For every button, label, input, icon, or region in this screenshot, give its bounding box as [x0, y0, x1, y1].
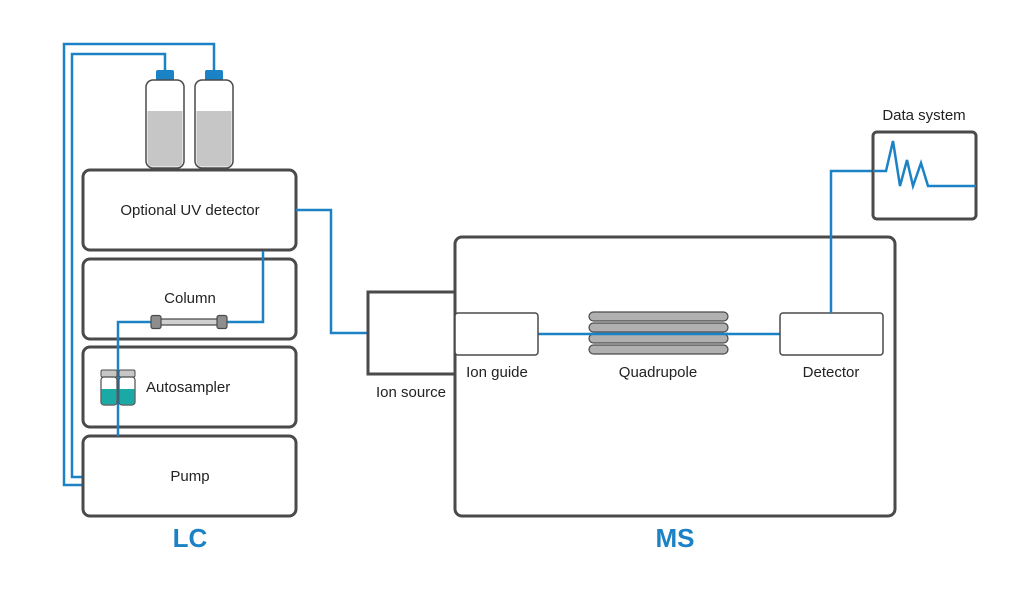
detector-to-data-line — [829, 169, 873, 313]
solvent-bottle — [194, 70, 234, 169]
ion-guide-box — [454, 312, 539, 356]
quadrupole-rods — [588, 311, 729, 355]
autosampler-label: Autosampler — [146, 379, 230, 396]
detector-label: Detector — [803, 364, 860, 381]
ion-source-label: Ion source — [376, 384, 446, 401]
lc-title: LC — [173, 523, 208, 553]
column-label: Column — [164, 290, 216, 307]
ion-source-box — [366, 290, 457, 376]
pump-box — [81, 434, 298, 518]
ms-box — [453, 235, 897, 518]
column-box — [81, 257, 298, 341]
data-system-label: Data system — [882, 107, 965, 124]
quadrupole-label: Quadrupole — [619, 364, 697, 381]
solvent-bottle — [145, 70, 185, 169]
chromatogram-trace — [873, 140, 976, 191]
lc-to-ms-line — [296, 208, 368, 335]
ion-guide-label: Ion guide — [466, 364, 528, 381]
uv-detector-label: Optional UV detector — [120, 202, 259, 219]
pump-label: Pump — [170, 468, 209, 485]
ms-title: MS — [656, 523, 695, 553]
solvent-line-right — [62, 42, 216, 487]
autosampler-box — [81, 345, 298, 429]
sample-vial — [100, 369, 118, 406]
column-cartridge — [150, 314, 228, 330]
detector-box — [779, 312, 884, 356]
sample-vial — [118, 369, 136, 406]
solvent-line-left — [70, 52, 167, 479]
